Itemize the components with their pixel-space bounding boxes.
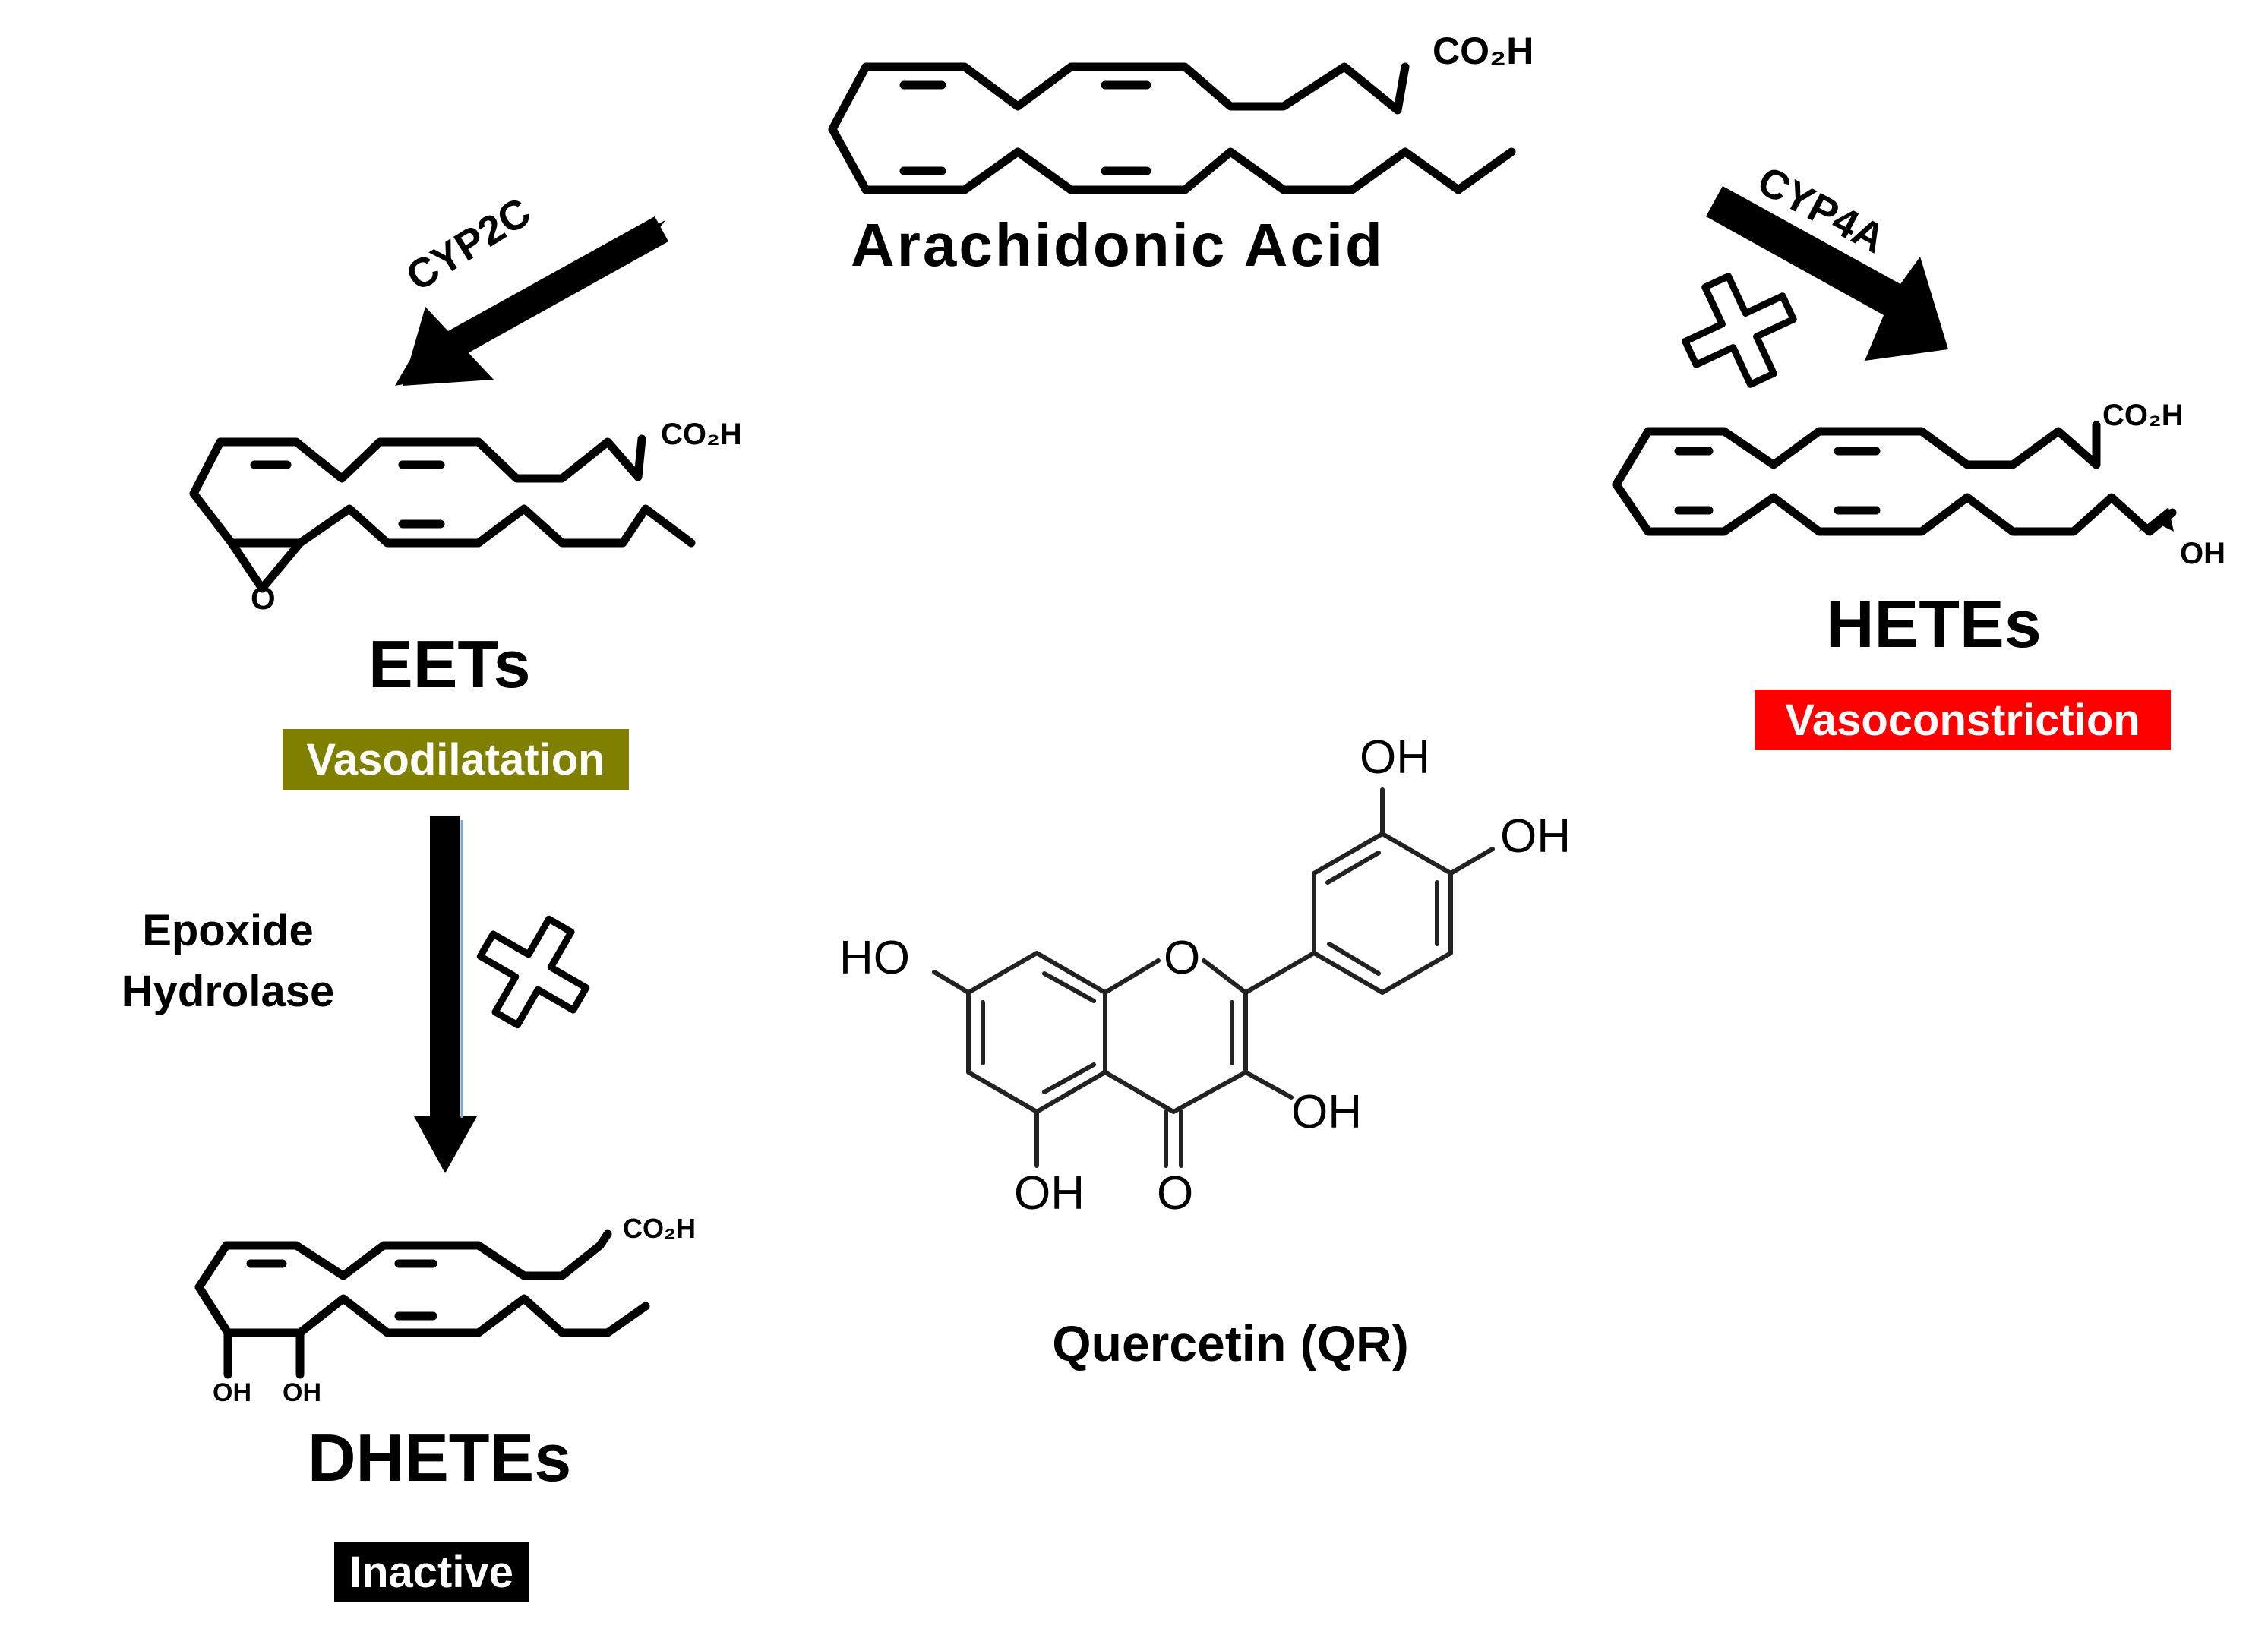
quercetin-ring-o: O <box>1164 932 1200 984</box>
vasodilatation-label: Vasodilatation <box>306 735 605 784</box>
eets-structure: O CO₂H <box>189 418 742 616</box>
dhetes-oh-2: OH <box>283 1378 321 1407</box>
cyp2c-arrow <box>395 216 668 386</box>
cross-icon <box>476 915 590 1029</box>
vasodilatation-badge <box>283 729 629 790</box>
inactive-label: Inactive <box>349 1548 513 1597</box>
arachidonic-acid-structure: CO₂H <box>828 30 1534 194</box>
arachidonic-acid-label: Arachidonic Acid <box>851 211 1385 279</box>
vasoconstriction-label: Vasoconstriction <box>1785 696 2140 745</box>
hetes-structure: CO₂H OH <box>1612 399 2225 570</box>
cross-icon <box>1682 273 1797 388</box>
quercetin-oh-top: OH <box>1360 731 1430 784</box>
eets-epoxide-o: O <box>251 580 276 616</box>
eets-co2h: CO₂H <box>661 418 742 451</box>
arachidonic-acid-co2h: CO₂H <box>1433 30 1534 72</box>
quercetin-oh-right: OH <box>1500 810 1571 863</box>
inactive-badge <box>334 1542 529 1602</box>
dhetes-oh-1: OH <box>213 1378 251 1407</box>
epoxide-hydrolase-label-line2: Hydrolase <box>122 967 334 1016</box>
dhetes-co2h: CO₂H <box>623 1213 696 1244</box>
cyp4a-arrow <box>1706 186 1948 361</box>
dhetes-label: DHETEs <box>308 1420 571 1495</box>
hetes-co2h: CO₂H <box>2102 399 2184 432</box>
quercetin-structure: OH OH HO O OH OH O <box>839 731 1571 1220</box>
quercetin-label: Quercetin (QR) <box>1052 1315 1408 1371</box>
cyp2c-label: CYP2C <box>399 189 539 300</box>
vasoconstriction-badge <box>1755 690 2171 750</box>
quercetin-ho-left: HO <box>839 932 910 984</box>
epoxide-hydrolase-arrow <box>414 816 477 1173</box>
eets-label: EETs <box>368 626 531 702</box>
dhetes-structure: OH OH CO₂H <box>194 1213 696 1407</box>
quercetin-carbonyl-o: O <box>1157 1167 1193 1220</box>
quercetin-oh-c3: OH <box>1291 1086 1362 1138</box>
quercetin-oh-c5: OH <box>1014 1167 1085 1220</box>
hetes-label: HETEs <box>1826 586 2042 661</box>
hetes-oh: OH <box>2180 537 2225 570</box>
epoxide-hydrolase-label-line1: Epoxide <box>142 906 314 955</box>
